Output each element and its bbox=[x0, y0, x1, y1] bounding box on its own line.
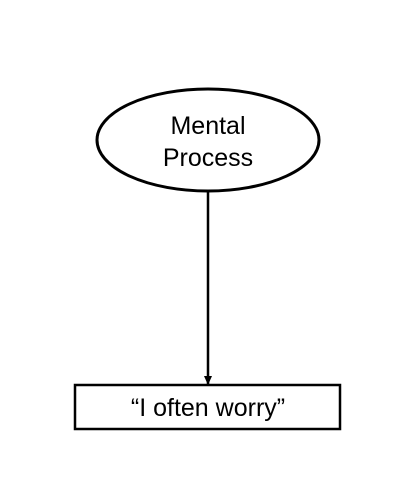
mental-process-node: Mental Process bbox=[95, 87, 321, 193]
i-often-worry-label: “I often worry” bbox=[131, 394, 285, 422]
mental-process-ellipse bbox=[95, 87, 321, 193]
mental-process-label-line-2: Process bbox=[163, 144, 253, 172]
mental-process-label-line-1: Mental bbox=[170, 112, 245, 140]
i-often-worry-box bbox=[73, 383, 342, 431]
i-often-worry-node: “I often worry” bbox=[73, 383, 342, 431]
